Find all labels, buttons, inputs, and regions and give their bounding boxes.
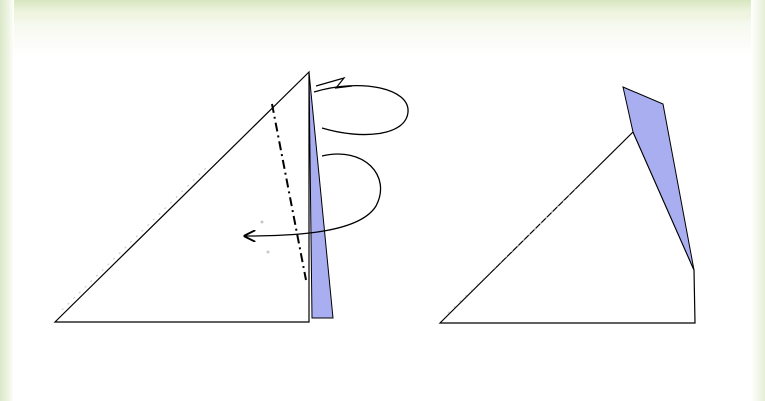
valley-fold-line bbox=[271, 103, 307, 281]
fold-step-before bbox=[53, 70, 409, 323]
flag-mark-icon bbox=[315, 76, 353, 89]
decorative-border-top bbox=[0, 0, 765, 22]
guide-dot bbox=[260, 220, 264, 224]
fold-step-after bbox=[438, 86, 696, 324]
crease-line-right bbox=[447, 165, 601, 314]
back-flap-left bbox=[308, 71, 334, 319]
rotate-arrow-icon bbox=[313, 84, 409, 136]
guide-dot bbox=[266, 250, 270, 254]
folded-flap-right bbox=[622, 86, 695, 271]
turn-over-arrow-icon bbox=[246, 153, 382, 236]
decorative-border-left bbox=[0, 0, 14, 401]
paper-triangle-left bbox=[53, 70, 310, 323]
decorative-border-right bbox=[751, 0, 765, 401]
